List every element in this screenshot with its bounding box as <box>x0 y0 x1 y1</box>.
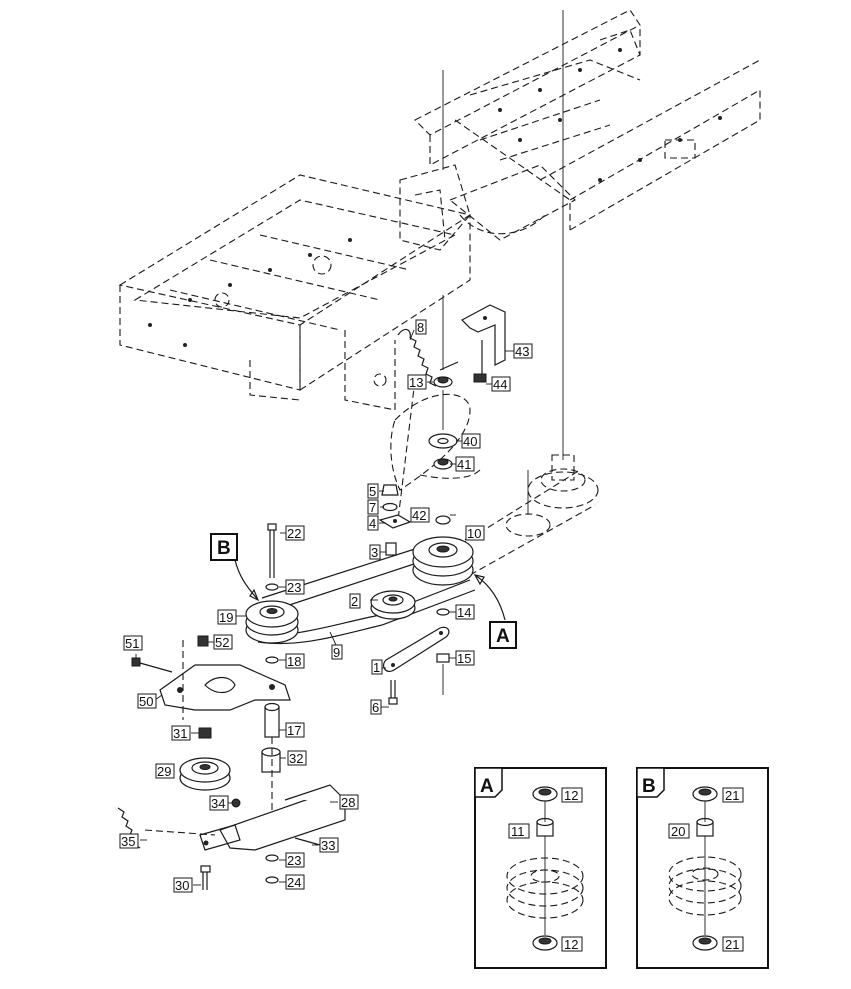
callout-8: 8 <box>417 320 424 335</box>
bracket-assembly <box>461 304 506 383</box>
callout-30: 30 <box>175 878 189 893</box>
view-marker-b-text: B <box>217 538 231 559</box>
callout-3: 3 <box>371 545 378 560</box>
callout-34: 34 <box>211 796 225 811</box>
idler-arm-plate <box>390 379 481 521</box>
pulley-bolt-22 <box>265 523 279 664</box>
callout-40: 40 <box>463 434 477 449</box>
callout-52: 52 <box>215 635 229 650</box>
callout-41: 41 <box>457 457 471 472</box>
callout-51: 51 <box>125 636 139 651</box>
idler-arm <box>382 608 450 705</box>
detail-a-title: A <box>480 776 494 797</box>
detail-b-title: B <box>642 776 656 797</box>
detail-a-bottom-label: 12 <box>564 937 578 952</box>
callout-22: 22 <box>287 526 301 541</box>
detail-panel-b: B 21 20 21 <box>636 767 769 969</box>
callout-31: 31 <box>173 726 187 741</box>
detail-a-top-label: 12 <box>564 788 578 803</box>
callout-29: 29 <box>157 764 171 779</box>
callout-15: 15 <box>457 651 471 666</box>
idler-pivot-hardware <box>378 484 412 556</box>
tractor-frame <box>118 9 761 460</box>
callout-9: 9 <box>333 645 340 660</box>
view-marker-a: A <box>489 621 517 649</box>
pivot-shaft <box>261 702 281 830</box>
idler-pulley-29 <box>179 727 241 808</box>
callout-23-upper: 23 <box>287 580 301 595</box>
callout-32: 32 <box>289 751 303 766</box>
callout-5: 5 <box>369 484 376 499</box>
view-pointers <box>234 559 506 621</box>
callout-6: 6 <box>372 700 379 715</box>
callout-33: 33 <box>321 838 335 853</box>
detail-b-bottom-label: 21 <box>725 937 739 952</box>
drive-pulleys <box>459 454 599 576</box>
callout-50: 50 <box>139 694 153 709</box>
view-marker-b: B <box>210 533 238 561</box>
detail-panel-a: A 12 11 12 <box>474 767 607 969</box>
callout-4: 4 <box>369 516 376 531</box>
callout-14: 14 <box>457 605 471 620</box>
callout-labels: 1 2 3 4 5 6 7 8 9 10 13 14 15 17 18 19 2 <box>119 319 533 893</box>
pulley-19 <box>245 600 299 644</box>
callout-17: 17 <box>287 723 301 738</box>
pulley-10 <box>412 536 474 586</box>
callout-19: 19 <box>219 610 233 625</box>
detail-b-top-label: 21 <box>725 788 739 803</box>
detail-a-spacer-label: 11 <box>511 824 525 839</box>
callout-24: 24 <box>287 875 301 890</box>
callout-42: 42 <box>412 508 426 523</box>
callout-35: 35 <box>121 834 135 849</box>
callout-28: 28 <box>341 795 355 810</box>
idler-pulley-2 <box>370 590 416 620</box>
detail-b-spacer-label: 20 <box>671 824 685 839</box>
callout-10: 10 <box>467 526 481 541</box>
callout-2: 2 <box>351 594 358 609</box>
pivot-hardware-stack <box>428 376 458 525</box>
callout-18: 18 <box>287 654 301 669</box>
view-marker-a-text: A <box>496 626 510 647</box>
callout-43: 43 <box>515 344 529 359</box>
pivot-bracket-50 <box>131 635 291 720</box>
idler-spring <box>397 328 459 387</box>
callout-44: 44 <box>493 377 507 392</box>
callout-7: 7 <box>369 500 376 515</box>
callout-1: 1 <box>373 660 380 675</box>
callout-13: 13 <box>409 375 423 390</box>
callout-23-lower: 23 <box>287 853 301 868</box>
idler-bracket-28 <box>199 784 346 890</box>
